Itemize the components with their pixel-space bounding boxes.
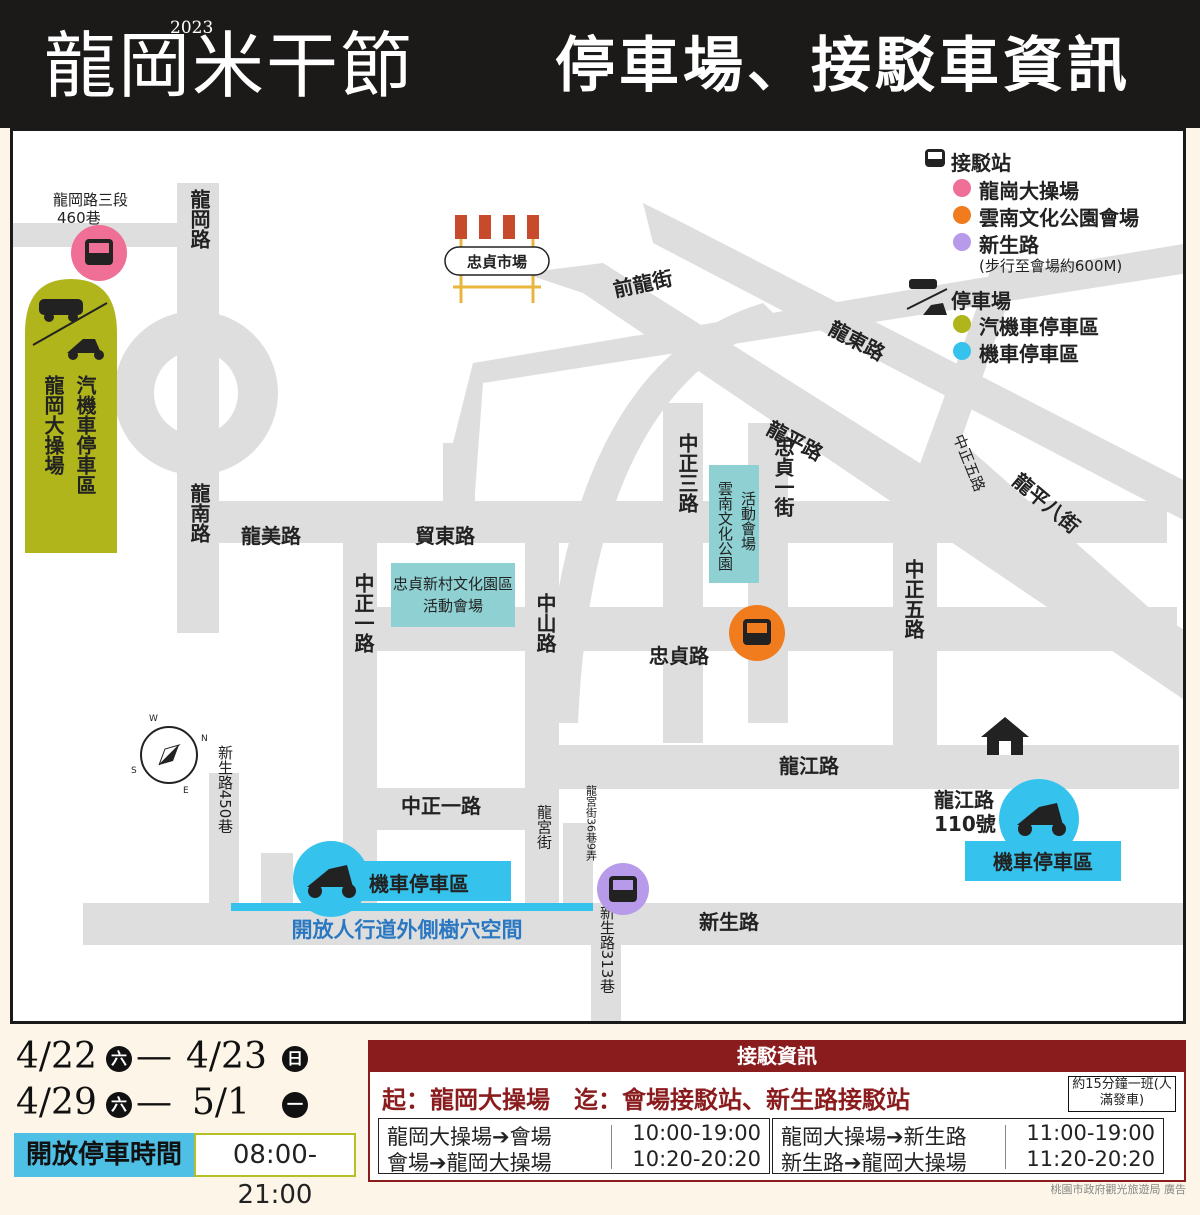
- shuttle-frequency: 約15分鐘一班(人滿發車): [1068, 1076, 1176, 1112]
- compass-n: N: [201, 734, 208, 744]
- shuttle-stop-pink-icon: [71, 225, 127, 281]
- road-xinsheng-450: 新生路450巷: [216, 745, 234, 834]
- header-bar: [0, 0, 1200, 128]
- road-zhongzhen: 忠貞路: [649, 644, 710, 668]
- market-icon: [444, 215, 550, 303]
- date-1-end: 4/23: [186, 1036, 267, 1077]
- schedule-table-b: 龍岡大操場➔新生路 11:00-19:00 新生路➔龍岡大操場 11:20-20…: [772, 1118, 1164, 1175]
- road-zhongzheng5: 中正五路: [901, 558, 925, 640]
- legend-parking-heading: 停車場: [951, 289, 1011, 313]
- date-2-dash: —: [136, 1082, 172, 1123]
- schedule-a-time-2: 10:20-20:20: [632, 1147, 761, 1171]
- road-longgang: 龍岡路: [187, 188, 211, 250]
- xinsheng-parking-label: 機車停車區: [369, 872, 469, 896]
- lane-label-460: 460巷: [57, 209, 101, 227]
- car-icon: [39, 299, 83, 322]
- lane-label-sec3: 龍岡路三段: [53, 191, 128, 209]
- market-label: 忠貞市場: [467, 253, 527, 271]
- longjiang-address-2: 110號: [934, 812, 996, 836]
- compass-e: E: [183, 786, 189, 796]
- schedule-a-divider: [611, 1125, 612, 1169]
- road-xinsheng-313: 新生路313巷: [598, 905, 616, 994]
- festival-year: 2023: [170, 18, 214, 38]
- road-longmei: 龍美路: [241, 524, 302, 548]
- road-longgong-lane: 龍宮街36巷9弄: [585, 784, 598, 862]
- sidewalk-strip: [231, 903, 593, 911]
- date-1-start-day: 六: [106, 1046, 132, 1072]
- date-1-start: 4/22: [16, 1036, 97, 1077]
- credit-note: 桃園市政府觀光旅遊局 廣告: [1050, 1183, 1187, 1196]
- parking-longgang-type: 汽機車停車區: [73, 374, 97, 495]
- shuttle-info-heading: 接駁資訊: [368, 1040, 1186, 1072]
- road-zhongzheng1-vertical: 中正一路: [351, 572, 375, 654]
- page-title: 停車場、接駁車資訊: [555, 31, 1131, 101]
- home-icon: [981, 717, 1029, 755]
- parking-hours-label: 開放停車時間: [14, 1133, 194, 1177]
- date-1-end-day: 日: [282, 1046, 308, 1072]
- date-2-start-day: 六: [106, 1092, 132, 1118]
- road-longgong: 龍宮街: [535, 805, 553, 850]
- road-zhongshan: 中山路: [533, 592, 557, 654]
- shuttle-stop-purple-icon: [597, 863, 649, 915]
- parking-longgang-name: 龍岡大操場: [41, 374, 65, 475]
- schedule-table-a: 龍岡大操場➔會場 10:00-19:00 會場➔龍岡大操場 10:20-20:2…: [378, 1118, 770, 1175]
- sidewalk-note: 開放人行道外側樹穴空間: [292, 918, 523, 942]
- legend-parking-item-1: 汽機車停車區: [979, 315, 1099, 339]
- road-longnan: 龍南路: [187, 482, 211, 544]
- legend-dot-purple: [953, 233, 971, 251]
- shuttle-stop-orange-icon: [729, 605, 785, 661]
- parking-hours-value: 08:00-21:00: [194, 1133, 356, 1210]
- compass-s: S: [131, 766, 137, 776]
- scooter-icon-xinsheng: [307, 865, 356, 898]
- venue-park-label: 雲南文化公園: [716, 481, 734, 571]
- longjiang-parking-label: 機車停車區: [993, 850, 1093, 874]
- legend-shuttle-item-1: 龍崗大操場: [979, 179, 1079, 203]
- date-2-end: 5/1: [192, 1082, 250, 1123]
- schedule-a-time-1: 10:00-19:00: [632, 1121, 761, 1145]
- date-2-end-day: 一: [282, 1092, 308, 1118]
- scooter-icon-longjiang: [1017, 803, 1066, 836]
- road-xinsheng: 新生路: [699, 910, 760, 934]
- legend-shuttle-item-2: 雲南文化公園會場: [979, 206, 1139, 230]
- village-venue-block: [391, 563, 515, 627]
- road-maodong: 貿東路: [415, 524, 476, 548]
- map-panel: 忠貞新村文化園區 活動會場 雲南文化公園 活動會場 龍岡路三段 460巷 龍岡路…: [10, 128, 1186, 1024]
- road-zhongzheng1-horizontal: 中正一路: [401, 794, 482, 818]
- venue-village-label: 忠貞新村文化園區: [393, 575, 513, 593]
- schedule-b-time-1: 11:00-19:00: [1026, 1121, 1155, 1145]
- legend-shuttle-heading: 接駁站: [951, 151, 1011, 175]
- compass-icon: [140, 726, 198, 784]
- date-2-start: 4/29: [16, 1082, 97, 1123]
- schedule-a-route-2: 會場➔龍岡大操場: [387, 1151, 552, 1175]
- schedule-b-divider: [1005, 1125, 1006, 1169]
- scooter-icon: [67, 339, 104, 360]
- legend-dot-cyan: [953, 342, 971, 360]
- venue-village-event-label: 活動會場: [423, 597, 483, 615]
- date-1-dash: —: [136, 1036, 172, 1077]
- road-zhongzhen1: 忠貞一街: [771, 436, 795, 518]
- schedule-b-route-1: 龍岡大操場➔新生路: [781, 1125, 967, 1149]
- longjiang-address-1: 龍江路: [934, 788, 995, 812]
- legend-shuttle-item-3: 新生路: [979, 233, 1039, 257]
- schedule-a-route-1: 龍岡大操場➔會場: [387, 1125, 552, 1149]
- legend-parking-icon: [903, 275, 951, 327]
- compass-w: W: [149, 714, 158, 724]
- venue-park-event-label: 活動會場: [739, 491, 757, 551]
- festival-title: 龍岡米干節: [44, 24, 415, 108]
- legend-dot-olive: [953, 315, 971, 333]
- street-map: 忠貞新村文化園區 活動會場 雲南文化公園 活動會場 龍岡路三段 460巷 龍岡路…: [13, 183, 1183, 1021]
- legend-dot-pink: [953, 179, 971, 197]
- shuttle-route: 起：龍岡大操場 迄：會場接駁站、新生路接駁站: [382, 1086, 910, 1114]
- park-venue-block: [709, 465, 759, 583]
- schedule-b-route-2: 新生路➔龍岡大操場: [781, 1151, 967, 1175]
- xinsheng-parking-box: [331, 861, 511, 901]
- legend-shuttle-note: (步行至會場約600M): [979, 257, 1123, 275]
- legend-bus-icon: [923, 147, 947, 175]
- road-longjiang: 龍江路: [779, 754, 840, 778]
- legend-dot-orange: [953, 206, 971, 224]
- road-zhongzheng3: 中正三路: [675, 432, 699, 514]
- longjiang-parking-box: [965, 841, 1121, 881]
- legend-parking-item-2: 機車停車區: [979, 342, 1079, 366]
- schedule-b-time-2: 11:20-20:20: [1026, 1147, 1155, 1171]
